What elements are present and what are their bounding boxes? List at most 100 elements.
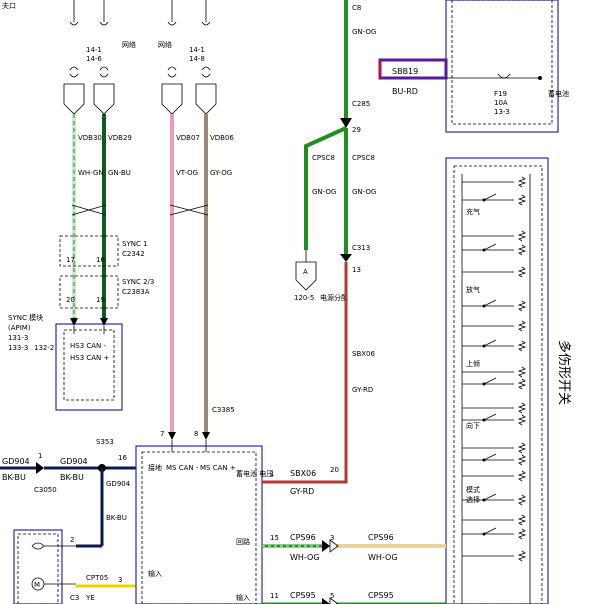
sync1-pin-b: 16 <box>96 256 105 264</box>
row3-mid-pin: 5 <box>330 592 334 600</box>
branch-right-conn: C313 <box>352 244 370 252</box>
row2-pin: 15 <box>270 534 279 542</box>
row1-end-pin: 20 <box>330 466 339 474</box>
c3-fragment: C3 <box>70 594 79 602</box>
ground-label: 接地 <box>148 463 162 472</box>
switch-contact-icon <box>483 493 497 501</box>
switch-pivot-icon <box>482 304 486 308</box>
splice-pin: 29 <box>352 126 361 134</box>
splice-arrow <box>340 118 352 128</box>
motor-letter: M <box>34 581 40 589</box>
connector-head <box>93 83 115 115</box>
ms-can-pos: MS CAN + <box>200 464 236 472</box>
connector-head <box>63 83 85 115</box>
switch-contact-icon <box>483 527 497 535</box>
connector-head <box>161 83 183 115</box>
resistor-icon <box>517 266 527 278</box>
resistor-icon <box>517 414 527 426</box>
sync1-id: C2342 <box>122 250 145 258</box>
switch-label-up: 上倾 <box>466 359 480 368</box>
resistor-icon <box>517 550 527 562</box>
row2-color: WH-OG <box>290 553 320 562</box>
switch-label-inflate: 充气 <box>466 207 480 216</box>
top-left-fragment: 夫口 <box>2 1 16 10</box>
label-vdb29: VDB29 <box>108 134 132 142</box>
row2-mid-pin: 3 <box>330 534 334 542</box>
switch-pivot-icon <box>482 418 486 422</box>
fuse-symbol <box>497 73 511 79</box>
input-label: 输入 <box>148 569 162 578</box>
sync-pin-pos: HS3 CAN + <box>70 354 110 362</box>
sync-pin-neg: HS3 CAN - <box>70 342 107 350</box>
resistor-icon <box>517 470 527 482</box>
row2-label: 回路 <box>236 537 250 546</box>
switch-contact-icon <box>483 339 497 347</box>
pin-mid-b: 14-8 <box>189 55 205 63</box>
sync-module-ref2: 132-2 <box>34 344 54 352</box>
cpt-id: CPT05 <box>86 574 108 582</box>
row2-wire2: CPS96 <box>368 533 394 542</box>
label-vdb06-color: GY-OG <box>210 169 232 177</box>
sync2-pin-b: 19 <box>96 296 105 304</box>
ms-can-neg: MS CAN - <box>166 464 199 472</box>
connector-head <box>195 83 217 115</box>
sync-module-frame <box>55 323 123 411</box>
row2-color2: WH-OG <box>368 553 398 562</box>
switch-label-mode: 模式 <box>466 485 480 494</box>
label-vdb06: VDB06 <box>210 134 234 142</box>
resistor-icon <box>517 442 527 454</box>
left-wire-id: GD904 <box>2 457 30 466</box>
branch-left-page: 120-5 <box>294 294 314 302</box>
pin16: 16 <box>118 454 127 462</box>
sbx-id: SBX06 <box>352 350 375 358</box>
main-module-frame <box>135 445 263 604</box>
switch-pack-inner <box>453 165 543 604</box>
top-connector-labels: 14-1 14-6 网络 14-1 14-8 网络 <box>86 40 205 63</box>
sync-module-ref1: 131-3 <box>8 334 28 342</box>
resistor-icon <box>517 528 527 540</box>
pin-mid-a: 14-1 <box>189 46 205 54</box>
sync-module-inner <box>63 329 115 401</box>
switch-pivot-icon <box>482 248 486 252</box>
switch-pivot-icon <box>482 458 486 462</box>
switch-pack-frame <box>445 157 549 604</box>
resistor-icon <box>517 340 527 352</box>
resistor-icon <box>517 176 527 188</box>
row3-label: 输入 <box>236 593 250 602</box>
top-stubs <box>69 0 211 78</box>
pin7: 7 <box>160 430 164 438</box>
fuse-wire: SBB19 <box>392 67 418 76</box>
sync-module-subtitle: (APIM) <box>8 324 31 332</box>
switch-pack-title: 多伤形开关 <box>556 340 572 405</box>
switch-pivot-icon <box>482 198 486 202</box>
branch-left-note: 电源分配 <box>320 293 348 302</box>
switch-rows <box>462 176 527 562</box>
fuse-page: 13-3 <box>494 108 510 116</box>
connector-heads <box>63 83 217 115</box>
splice-id: C285 <box>352 100 370 108</box>
resistor-icon <box>517 300 527 312</box>
pin3: 3 <box>118 576 122 584</box>
left-note: 网络 <box>122 40 136 49</box>
sync1-label: SYNC 1 <box>122 240 148 248</box>
bottom-left-module <box>13 529 63 604</box>
sync1-pin-a: 17 <box>66 256 75 264</box>
fuse-box-inner <box>451 0 553 125</box>
sync-connector-1 <box>59 235 119 267</box>
top-wire-id: C8 <box>352 4 361 12</box>
label-vdb07-color: VT-OG <box>176 169 198 177</box>
mid-note: 网络 <box>158 40 172 49</box>
splice-s353-label: S353 <box>96 438 114 446</box>
switch-label-mode-2: 选择 <box>466 495 480 504</box>
top-wire-color: GN-OG <box>352 28 376 36</box>
branch-right-color: GN-OG <box>352 188 376 196</box>
row3-wire: CPS95 <box>290 591 316 600</box>
resistor-icon <box>517 402 527 414</box>
vertical-wire-labels: VDB30 WH-GN VDB29 GN-BU VDB07 VT-OG VDB0… <box>78 134 234 177</box>
resistor-icon <box>517 494 527 506</box>
resistor-icon <box>517 194 527 206</box>
row1-color: GY-RD <box>290 487 314 496</box>
twist-marks <box>71 204 209 216</box>
resistor-icon <box>517 320 527 332</box>
